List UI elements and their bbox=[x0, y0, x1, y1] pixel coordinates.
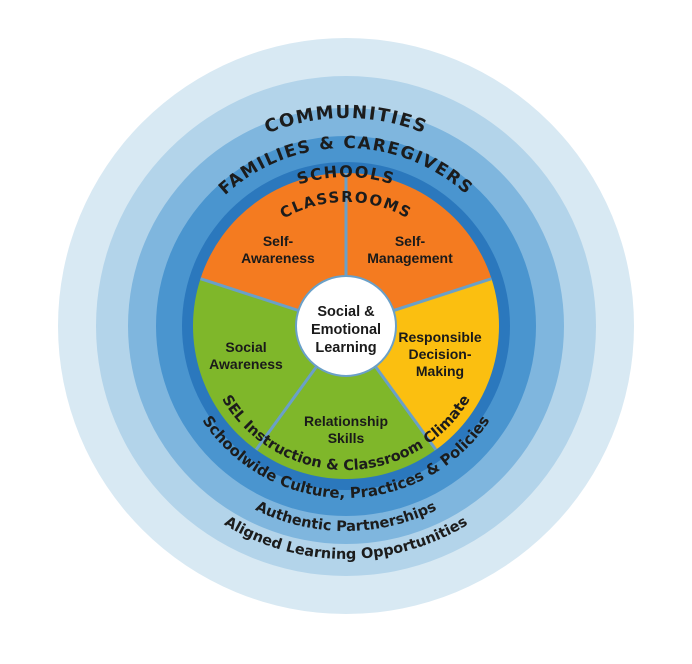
self-awareness-line2: Awareness bbox=[241, 250, 315, 266]
wedge-self-management bbox=[346, 173, 492, 326]
center-line1: Social & bbox=[317, 304, 375, 320]
relationship-line2: Skills bbox=[328, 430, 365, 446]
self-awareness-line1: Self- bbox=[263, 233, 294, 249]
center-circle bbox=[295, 275, 397, 377]
social-awareness-line2: Awareness bbox=[209, 356, 283, 372]
responsible-line2: Decision- bbox=[408, 346, 471, 362]
competency-wheel bbox=[193, 173, 499, 479]
self-management-line1: Self- bbox=[395, 233, 426, 249]
center-line3: Learning bbox=[315, 340, 376, 356]
relationship-line1: Relationship bbox=[304, 413, 388, 429]
self-management-line2: Management bbox=[367, 250, 453, 266]
center-line2: Emotional bbox=[311, 322, 381, 338]
wedge-self-awareness bbox=[200, 173, 346, 326]
responsible-line1: Responsible bbox=[398, 329, 481, 345]
responsible-line3: Making bbox=[416, 363, 464, 379]
social-awareness-line1: Social bbox=[225, 339, 266, 355]
wedge-relationship-skills bbox=[256, 326, 436, 479]
